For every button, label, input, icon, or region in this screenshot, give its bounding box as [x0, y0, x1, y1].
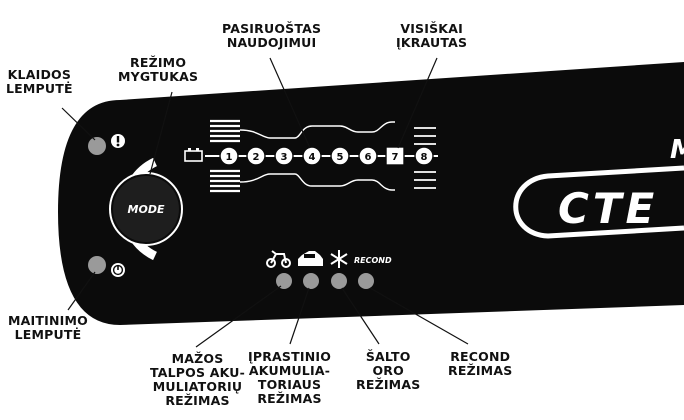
pulse-ribs-right: [414, 127, 436, 189]
charge-curve-outline: [239, 121, 395, 139]
charge-curve-outline-lower: [239, 173, 395, 191]
recond-mode-lamp: [358, 273, 374, 289]
step-8: 8: [414, 146, 434, 166]
model-fragment: M: [670, 135, 684, 165]
svg-text:6: 6: [365, 152, 372, 163]
svg-text:4: 4: [309, 152, 316, 163]
error-icon: [111, 134, 125, 148]
svg-text:1: 1: [226, 152, 233, 163]
step-4: 4: [302, 146, 322, 166]
svg-text:8: 8: [421, 152, 428, 163]
small-battery-mode-lamp: [276, 273, 292, 289]
motorcycle-icon: [266, 250, 291, 268]
mode-button-label: MODE: [128, 203, 165, 216]
step-6: 6: [358, 146, 378, 166]
leader-lines: [61, 57, 469, 348]
pulse-ribs-left: [210, 119, 240, 193]
power-lamp: [88, 256, 106, 274]
car-icon: [298, 251, 323, 266]
mode-button[interactable]: [113, 176, 179, 242]
power-icon: [111, 263, 125, 277]
recond-icon-label: RECOND: [354, 256, 392, 265]
step-3: 3: [274, 146, 294, 166]
snowflake-icon: [330, 250, 348, 268]
battery-icon: [184, 148, 203, 162]
normal-battery-mode-lamp: [303, 273, 319, 289]
brand-logo: CTE: [513, 165, 684, 239]
step-5: 5: [330, 146, 350, 166]
svg-text:5: 5: [337, 152, 344, 163]
step-2: 2: [246, 146, 266, 166]
step-1: 1: [219, 146, 239, 166]
svg-text:7: 7: [392, 152, 399, 163]
svg-text:2: 2: [253, 152, 260, 163]
error-lamp: [88, 137, 106, 155]
charger-body: [58, 62, 684, 325]
step-7: 7: [385, 146, 405, 166]
svg-text:3: 3: [281, 152, 288, 163]
svg-text:CTE: CTE: [558, 184, 658, 233]
cold-mode-lamp: [331, 273, 347, 289]
